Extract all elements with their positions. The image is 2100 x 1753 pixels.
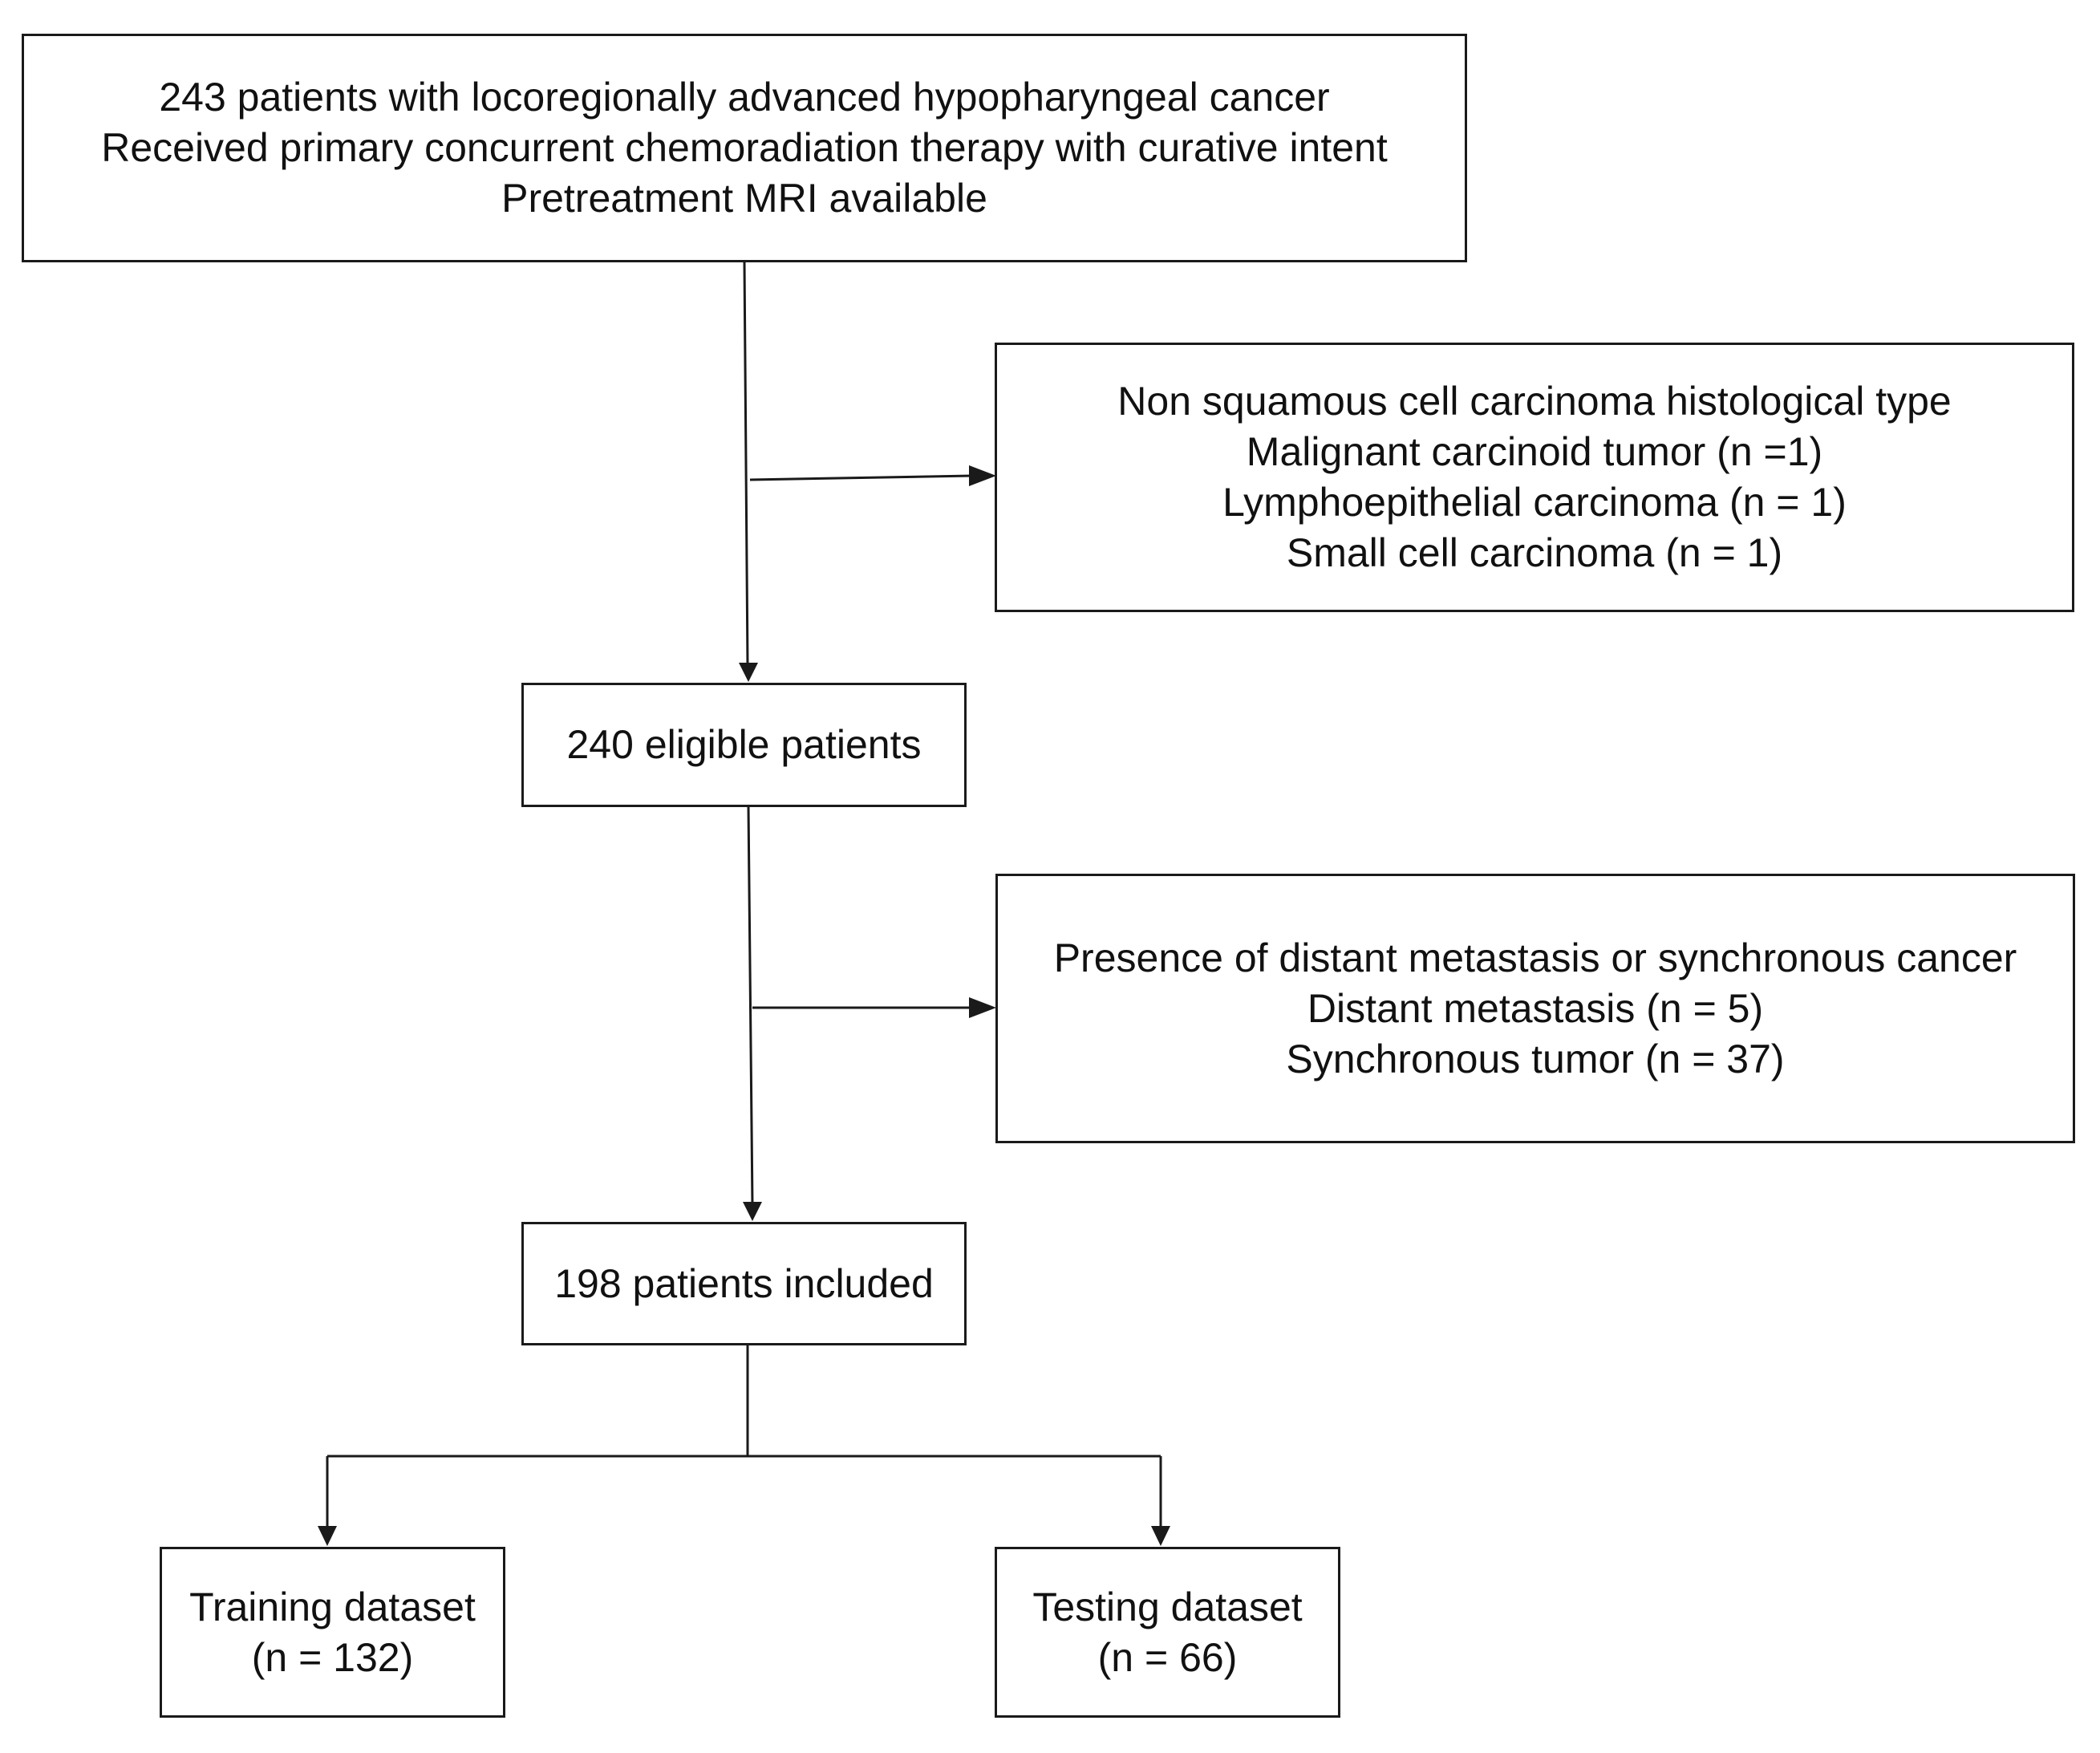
branch-connector-histology — [749, 474, 973, 481]
arrowhead-to-testing — [1151, 1526, 1170, 1546]
initial-cohort-line-3: Pretreatment MRI available — [501, 176, 987, 221]
testing-dataset-count: (n = 66) — [1097, 1634, 1238, 1680]
exclusion-metastasis-item-1: Distant metastasis (n = 5) — [1307, 985, 1764, 1031]
arrowhead-to-included — [743, 1202, 762, 1221]
arrowhead-to-metastasis — [969, 997, 996, 1018]
exclusion-metastasis-heading: Presence of distant metastasis or synchr… — [1053, 935, 2017, 980]
exclusion-histology-item-1: Malignant carcinoid tumor (n =1) — [1246, 429, 1823, 474]
training-dataset-count: (n = 132) — [251, 1634, 414, 1680]
training-dataset-box: Training dataset (n = 132) — [160, 1547, 505, 1718]
arrowhead-to-eligible — [739, 663, 758, 682]
exclusion-histology-heading: Non squamous cell carcinoma histological… — [1117, 379, 1952, 424]
included-patients-label: 198 patients included — [554, 1260, 934, 1306]
arrowhead-to-histology — [969, 465, 996, 486]
exclusion-histology-item-3: Small cell carcinoma (n = 1) — [1286, 530, 1783, 575]
initial-cohort-line-1: 243 patients with locoregionally advance… — [159, 75, 1330, 120]
initial-cohort-box: 243 patients with locoregionally advance… — [22, 34, 1467, 262]
exclusion-metastasis-box: Presence of distant metastasis or synchr… — [995, 874, 2075, 1143]
initial-cohort-line-2: Received primary concurrent chemoradiati… — [101, 125, 1388, 170]
included-patients-box: 198 patients included — [521, 1222, 967, 1345]
exclusion-histology-box: Non squamous cell carcinoma histological… — [995, 343, 2074, 612]
testing-dataset-label: Testing dataset — [1032, 1584, 1303, 1629]
training-dataset-label: Training dataset — [189, 1584, 476, 1629]
trunk-connector-1 — [743, 262, 749, 667]
arrowhead-to-training — [318, 1526, 337, 1546]
exclusion-histology-item-2: Lymphoepithelial carcinoma (n = 1) — [1222, 480, 1847, 525]
eligible-patients-box: 240 eligible patients — [521, 683, 967, 807]
exclusion-metastasis-item-2: Synchronous tumor (n = 37) — [1286, 1036, 1785, 1081]
eligible-patients-label: 240 eligible patients — [566, 722, 922, 767]
testing-dataset-box: Testing dataset (n = 66) — [995, 1547, 1340, 1718]
trunk-connector-2 — [747, 805, 754, 1207]
